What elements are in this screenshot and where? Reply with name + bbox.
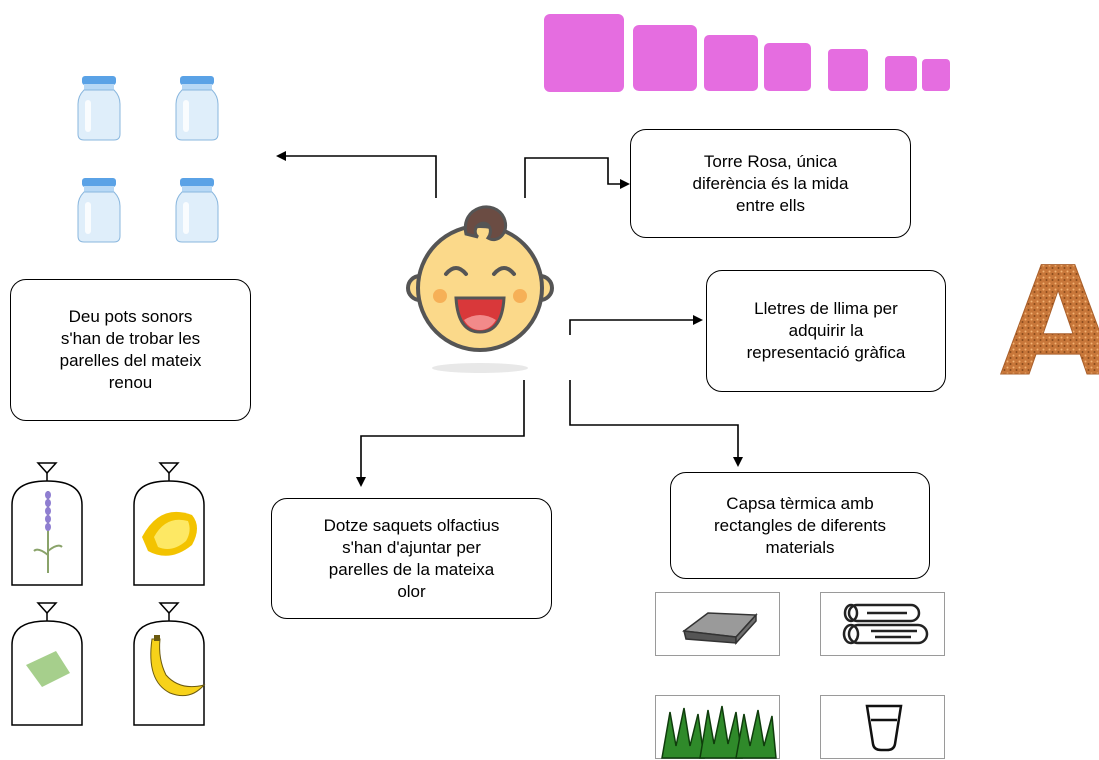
bag-leaf-icon: [11, 602, 83, 726]
node-thermic-box: Capsa tèrmica amb rectangles de diferent…: [670, 472, 930, 579]
bag-banana-icon: [133, 602, 206, 726]
jar-icon: [175, 76, 219, 141]
pink-tower-cube-3: [704, 35, 758, 91]
node-sandpaper-letters: Lletres de llima per adquirir la represe…: [706, 270, 946, 392]
svg-text:A: A: [1000, 236, 1099, 410]
arrow-to-thermic-box: [569, 380, 743, 467]
node-smell-bags: Dotze saquets olfactius s'han d'ajuntar …: [271, 498, 552, 619]
pink-tower-cube-4: [764, 43, 811, 91]
bag-lemon-icon: [133, 462, 205, 586]
jar-icon: [77, 76, 121, 141]
bag-lavender-icon: [11, 462, 83, 586]
tile-plastic: [820, 695, 945, 759]
arrow-to-jars: [276, 151, 437, 198]
jar-icon: [77, 178, 121, 243]
arrow-to-smell-bags: [356, 380, 525, 487]
baby-face-icon: [406, 205, 554, 373]
sound-jars: [77, 76, 219, 243]
arrow-to-sandpaper-letters: [569, 315, 703, 335]
sandpaper-letter-icon: A: [1000, 236, 1099, 411]
tile-metal: [655, 592, 780, 656]
tile-grass: [655, 695, 780, 759]
cup-icon: [865, 704, 903, 752]
pink-tower-cube-6: [885, 56, 917, 91]
grass-icon: [661, 705, 777, 759]
logs-icon: [842, 603, 929, 645]
pink-tower-cube-1: [544, 14, 624, 92]
tile-wood: [820, 592, 945, 656]
pink-tower-cubes: [544, 14, 950, 92]
pink-tower-cube-5: [828, 49, 868, 91]
arrow-to-pink-tower: [524, 157, 630, 198]
jar-icon: [175, 178, 219, 243]
node-pink-tower: Torre Rosa, única diferència és la mida …: [630, 129, 911, 238]
pink-tower-cube-7: [922, 59, 950, 91]
node-sound-jars: Deu pots sonors s'han de trobar les pare…: [10, 279, 251, 421]
pink-tower-cube-2: [633, 25, 697, 91]
metal-bar-icon: [682, 612, 758, 645]
smell-bags: [11, 462, 206, 726]
